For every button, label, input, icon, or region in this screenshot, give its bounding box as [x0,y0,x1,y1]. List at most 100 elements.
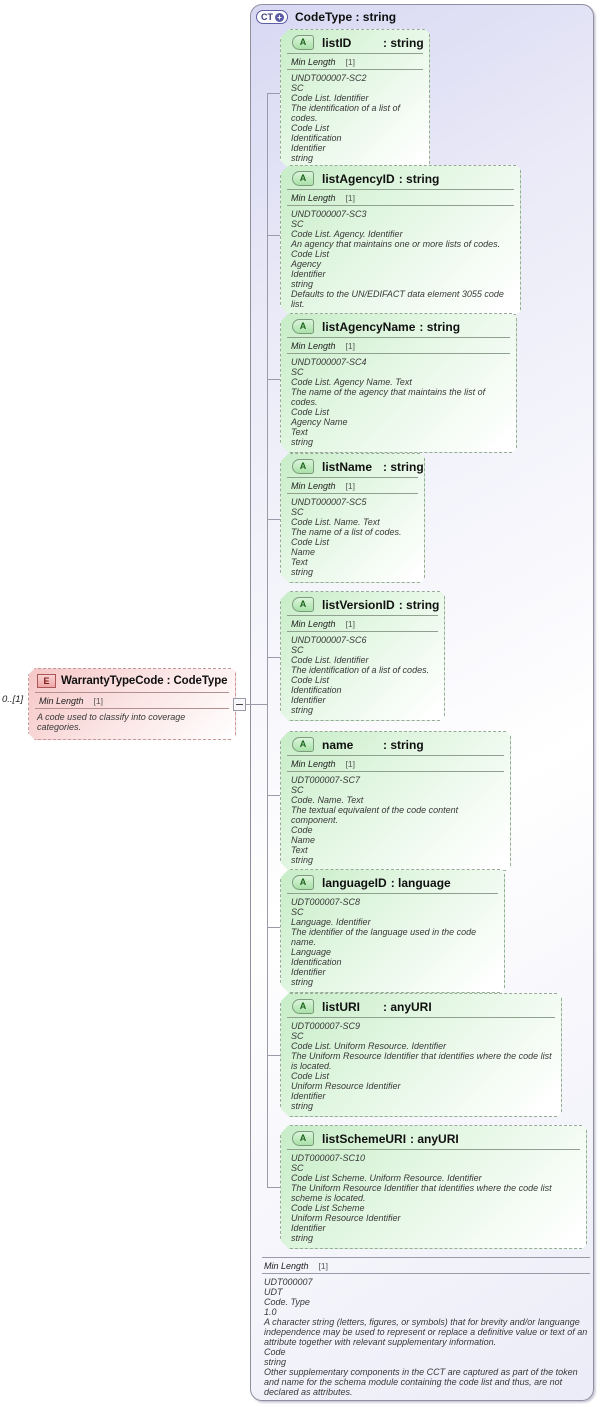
attribute-spine-line [267,93,268,1188]
attribute-icon: A [292,35,314,50]
attribute-icon: A [292,171,314,186]
attribute-name: listAgencyName [322,319,416,334]
attribute-type: : string [383,737,424,752]
connector-line [267,657,281,658]
minus-icon [236,704,243,705]
facet-name: Min Length [291,758,336,769]
attribute-header: A listID : string [281,30,429,53]
facet-min-length: Min Length [1] [281,478,424,493]
attribute-icon: A [292,319,314,334]
connector-line [246,704,268,705]
facet-name: Min Length [264,1260,309,1271]
attribute-icon: A [292,1131,314,1146]
divider [287,771,504,772]
divider [287,615,438,616]
divider [287,189,514,190]
attribute-node-name[interactable]: A name : string Min Length [1] UDT000007-… [280,731,511,871]
attribute-type: : string [383,459,424,474]
element-node-warrantytypecode[interactable]: E WarrantyTypeCode : CodeType Min Length… [28,668,236,740]
divider [287,477,418,478]
divider [287,69,423,70]
complextype-header: CT+ CodeType : string [256,10,396,24]
element-description: A code used to classify into coverage ca… [37,712,186,732]
attribute-node-listName[interactable]: A listName: string Min Length [1] UNDT00… [280,453,425,583]
divider [287,205,514,206]
divider [35,708,229,709]
attribute-header: A listSchemeURI: anyURI [281,1126,586,1149]
attribute-type: : language [390,875,451,890]
facet-min-length: Min Length [1] [281,338,516,353]
attribute-header: A listName: string [281,454,424,477]
facet-name: Min Length [291,192,336,203]
collapse-toggle[interactable] [233,698,246,711]
attribute-node-listAgencyName[interactable]: A listAgencyName: string Min Length [1] … [280,313,517,453]
connector-line [267,379,281,380]
connector-line [267,1055,281,1056]
facet-name: Min Length [291,340,336,351]
divider [287,755,504,756]
facet-min-length: Min Length [1] [262,1258,590,1273]
facet-min-length: Min Length [1] [29,693,235,708]
divider [262,1257,590,1258]
complextype-node-codetype[interactable]: CT+ CodeType : string A listID : string M… [250,4,594,1401]
facet-name: Min Length [291,56,336,67]
attribute-icon: A [292,875,314,890]
attribute-header: A name : string [281,732,510,755]
divider [287,53,423,54]
attribute-node-listVersionID[interactable]: A listVersionID: string Min Length [1] U… [280,591,445,721]
divider [262,1273,590,1274]
element-header: E WarrantyTypeCode : CodeType [29,669,235,692]
attribute-name: languageID [322,875,387,890]
attribute-name: listURI [322,999,361,1014]
connector-line [267,1187,281,1188]
facet-name: Min Length [291,618,336,629]
divider [35,692,229,693]
facet-min-length: Min Length [1] [281,756,510,771]
attribute-node-listAgencyID[interactable]: A listAgencyID: string Min Length [1] UN… [280,165,521,315]
attribute-name: name [322,737,354,752]
divider [287,493,418,494]
connector-line [267,927,281,928]
attribute-icon: A [292,999,314,1014]
attribute-header: A listAgencyID: string [281,166,520,189]
element-icon: E [37,674,56,688]
attribute-type: : string [419,319,461,334]
divider [287,1017,555,1018]
attribute-header: A listURI : anyURI [281,994,561,1017]
facet-min-length: Min Length [1] [281,54,429,69]
attribute-header: A languageID: language [281,870,504,893]
facet-value: [1] [345,480,355,491]
facet-name: Min Length [291,480,336,491]
divider [287,337,510,338]
facet-min-length: Min Length [1] [281,190,520,205]
attribute-name: listAgencyID [322,171,395,186]
attribute-node-listID[interactable]: A listID : string Min Length [1] UNDT0000… [280,29,430,169]
attribute-type: : anyURI [383,999,432,1014]
connector-line [267,235,281,236]
facet-value: [1] [345,758,355,769]
attribute-name: listID [322,35,352,50]
connector-line [267,519,281,520]
divider [287,893,498,894]
attribute-header: A listAgencyName: string [281,314,516,337]
attribute-name: listName [322,459,373,474]
attribute-type: : string [398,171,440,186]
attribute-name: listSchemeURI [322,1131,407,1146]
attribute-icon: A [292,597,314,612]
facet-value: [1] [318,1260,328,1271]
divider [287,353,510,354]
attribute-type: : anyURI [410,1131,459,1146]
attribute-type: : string [383,35,424,50]
cardinality-label: 0..[1] [2,694,24,705]
attribute-icon: A [292,737,314,752]
attribute-header: A listVersionID: string [281,592,444,615]
